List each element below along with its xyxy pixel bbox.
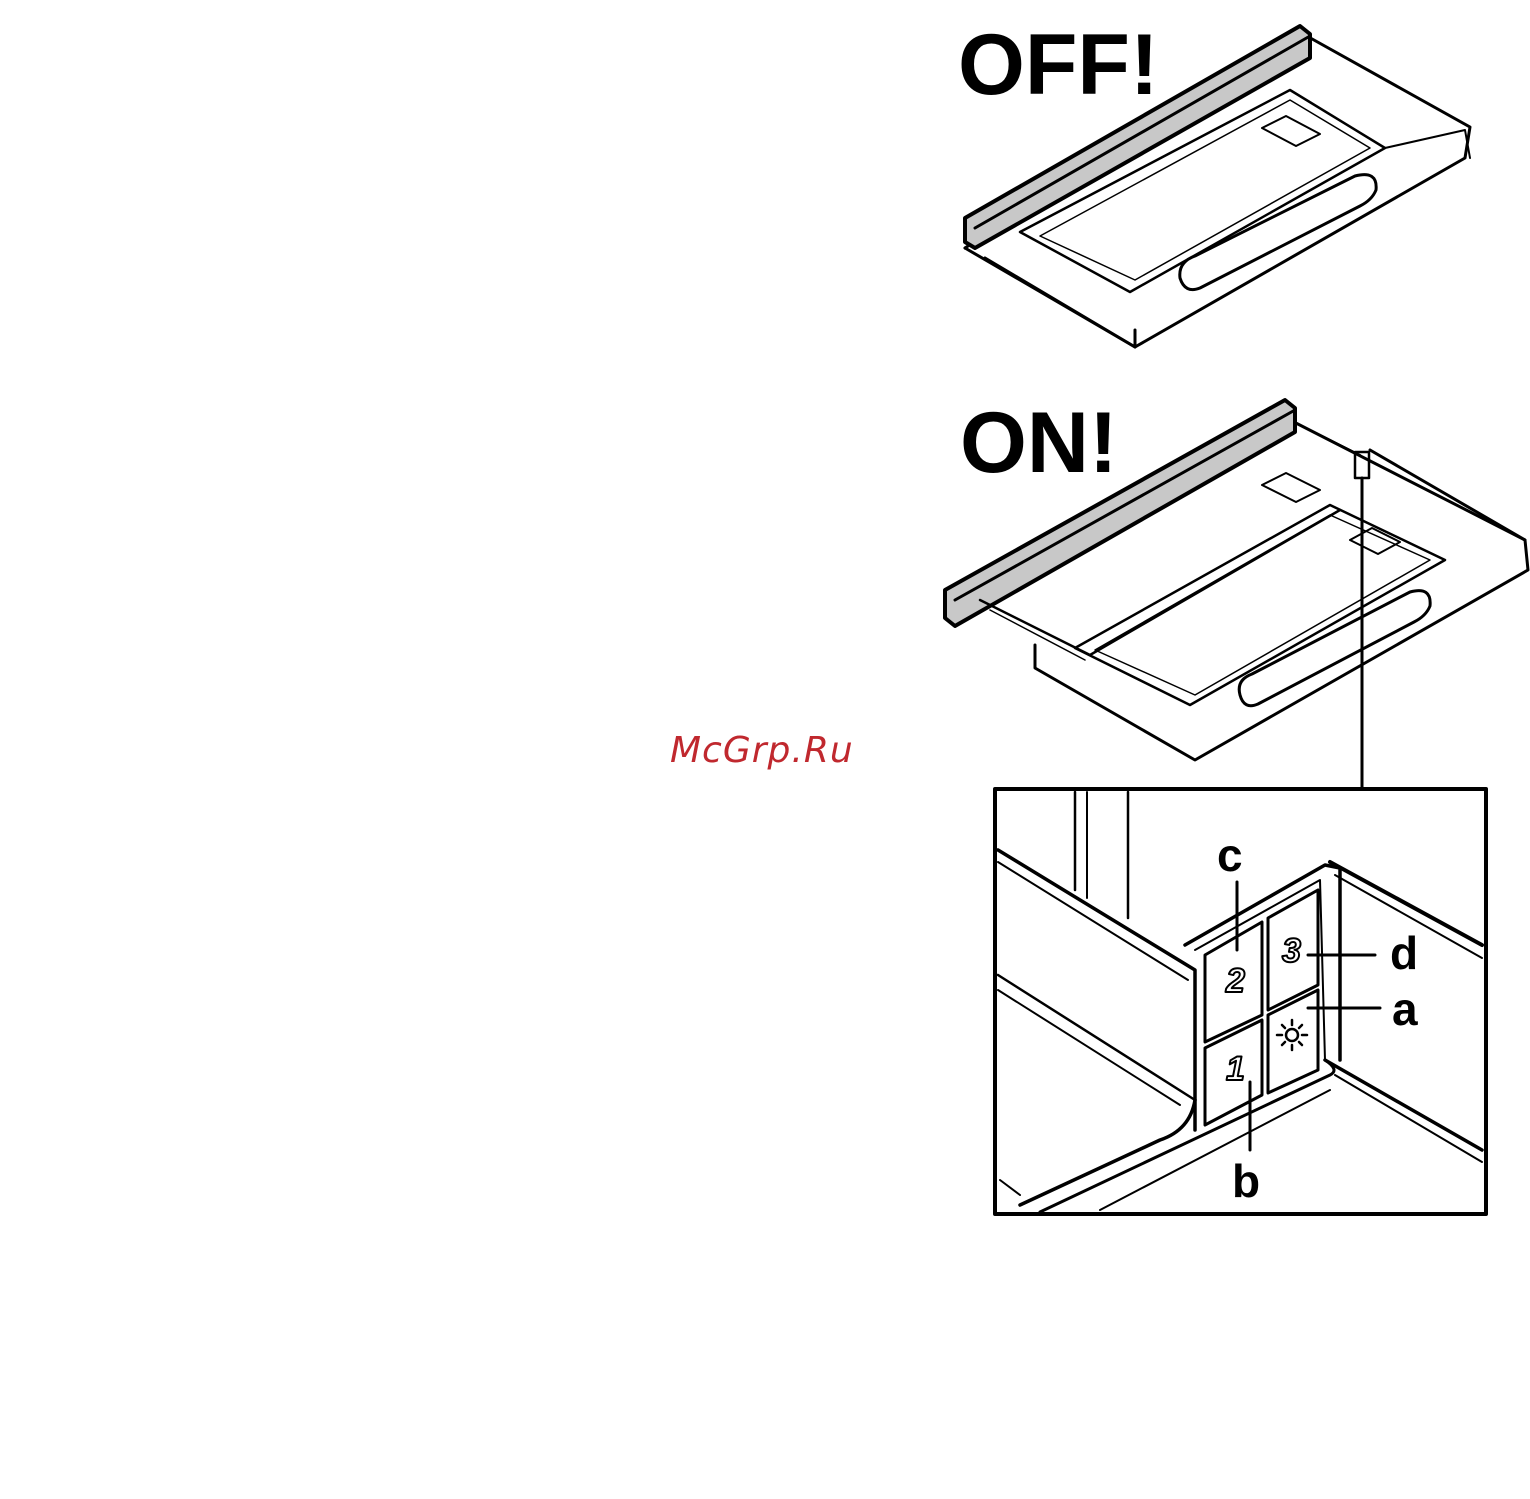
speed-3-label: 3 <box>1282 932 1301 970</box>
speed-1-label: 1 <box>1226 1050 1245 1088</box>
off-label: OFF! <box>958 22 1159 108</box>
watermark: McGrp.Ru <box>670 730 854 771</box>
callout-a: a <box>1392 986 1418 1032</box>
on-label: ON! <box>960 400 1118 486</box>
callout-d: d <box>1390 930 1418 976</box>
speed-2-label: 2 <box>1225 962 1245 1000</box>
callout-c: c <box>1217 832 1243 878</box>
callout-b: b <box>1232 1158 1260 1204</box>
